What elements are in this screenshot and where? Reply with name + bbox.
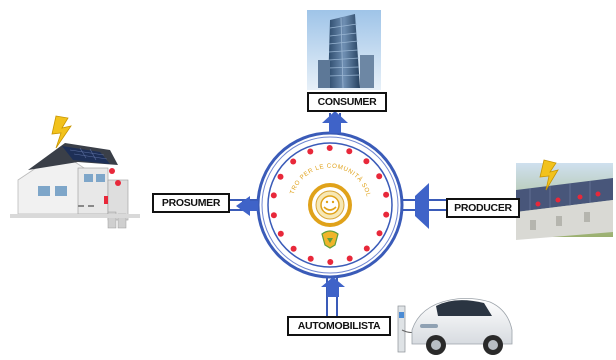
solar-community-logo xyxy=(308,183,352,249)
arrow-up-consumer xyxy=(322,111,348,133)
flow-arrows xyxy=(236,111,429,297)
ring-dot xyxy=(277,230,284,237)
ring-dot xyxy=(290,245,297,252)
automobilista-label: AUTOMOBILISTA xyxy=(287,316,391,336)
consumer-label: CONSUMER xyxy=(307,92,387,112)
ring-dot xyxy=(270,192,277,199)
ring-dot xyxy=(376,173,383,180)
ring-dot xyxy=(307,255,314,262)
ring-dot xyxy=(383,191,390,198)
ring-dot xyxy=(363,245,370,252)
lightning-bolt-icon xyxy=(539,159,559,191)
arrow-up-automobilista xyxy=(321,277,345,297)
ring-dot xyxy=(383,211,390,218)
ring-dot xyxy=(346,148,353,155)
ring-dot xyxy=(277,173,284,180)
ring-dot xyxy=(346,255,353,262)
ring-dot xyxy=(307,148,314,155)
ring-dot xyxy=(270,212,277,219)
arrow-left-prosumer-stem xyxy=(242,201,258,211)
ring-dot xyxy=(290,158,297,165)
lightning-bolt-icon xyxy=(51,115,72,149)
prosumer-label: PROSUMER xyxy=(152,193,230,213)
producer-label: PRODUCER xyxy=(446,198,520,218)
ring-dots xyxy=(270,145,390,265)
house-image xyxy=(10,143,140,229)
electric-car-image xyxy=(411,298,513,355)
ring-dot xyxy=(327,259,334,265)
ring-dot xyxy=(363,158,370,165)
building-image xyxy=(307,10,381,90)
ring-dot xyxy=(376,230,383,237)
arrow-left-producer xyxy=(415,183,429,229)
ring-dot xyxy=(326,145,333,151)
factory-image xyxy=(516,163,613,240)
